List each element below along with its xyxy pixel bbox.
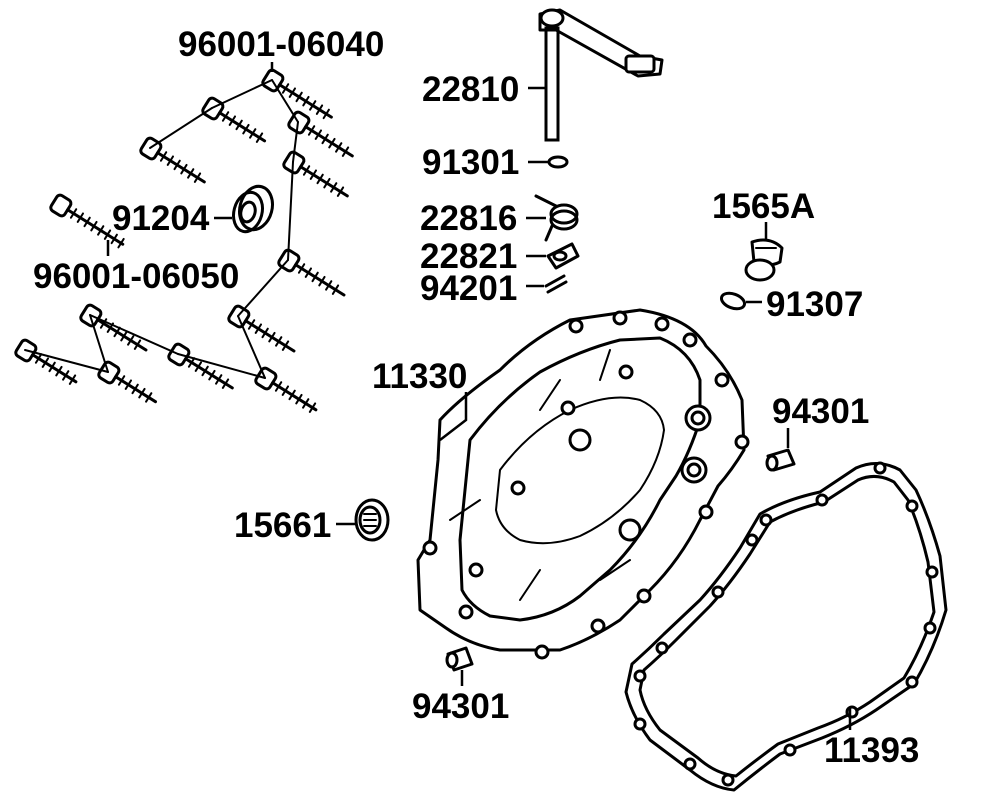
part-label: 11393: [824, 731, 919, 770]
leader-line: [439, 392, 468, 441]
bolt: [79, 303, 148, 352]
return-spring: [534, 194, 579, 242]
bolt-connector-lines: [24, 79, 299, 379]
part-label: 22816: [420, 199, 517, 238]
cap: [354, 498, 390, 542]
bolt: [139, 136, 206, 184]
bolt: [261, 68, 333, 120]
circlip: [544, 274, 568, 294]
dowel-pin-upper: [765, 448, 796, 472]
drain-plug: [744, 238, 784, 282]
bolt: [97, 360, 157, 404]
clutch-cover: [416, 308, 750, 660]
part-label: 11330: [372, 357, 467, 396]
bolt: [167, 342, 234, 390]
part-label: 91301: [422, 143, 519, 182]
bolt: [201, 96, 267, 143]
bolt: [14, 338, 78, 385]
part-label: 22810: [422, 70, 519, 109]
part-label: 94301: [772, 392, 869, 431]
bolt-group: [14, 68, 354, 413]
part-label: 94201: [420, 269, 517, 308]
oil-seal: [232, 184, 274, 234]
bolt: [287, 110, 354, 158]
washer: [547, 155, 569, 169]
bolt: [227, 304, 296, 353]
part-label: 91204: [112, 199, 210, 238]
part-label: 22821: [420, 237, 517, 276]
part-label: 96001-06050: [33, 257, 239, 296]
part-label: 96001-06040: [178, 25, 384, 64]
part-label: 15661: [234, 506, 331, 545]
bolt: [282, 150, 349, 198]
o-ring: [719, 291, 747, 311]
part-label: 91307: [766, 285, 863, 324]
part-label: 1565A: [712, 187, 815, 226]
part-label: 94301: [412, 687, 509, 726]
bolt: [49, 193, 125, 249]
shift-shaft: [538, 8, 664, 142]
dowel-pin-lower: [445, 646, 474, 672]
collar: [546, 242, 580, 270]
gasket: [624, 461, 948, 792]
